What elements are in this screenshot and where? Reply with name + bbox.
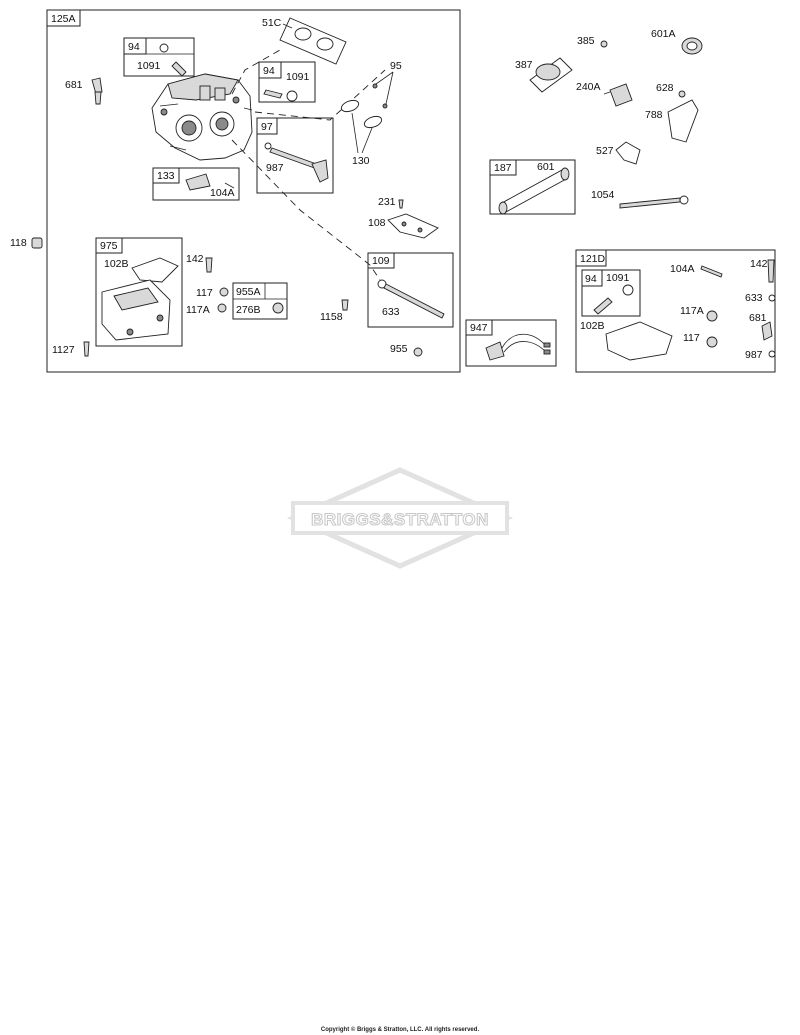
label-527: 527 [596,145,614,157]
label-987-upper: 987 [266,162,284,174]
group-94-middle: 94 1091 [258,61,316,103]
group-label-187: 187 [494,162,512,174]
label-387: 387 [515,59,533,71]
carburetor-body-illustration [151,73,253,161]
group-187: 187 601 [489,159,576,215]
label-601A: 601A [651,28,676,40]
assembly-line-choke [254,69,386,121]
clamp-601A-illustration [681,37,703,55]
label-1091-kit: 1091 [606,272,630,284]
label-102B-kit: 102B [580,320,605,332]
group-label-97: 97 [261,121,273,133]
label-788: 788 [645,109,663,121]
label-1091-middle: 1091 [286,71,310,83]
label-240A: 240A [576,81,601,93]
gasket-51C-illustration [279,17,347,65]
group-97: 97 987 [256,117,334,194]
label-633-shaft: 633 [382,306,400,318]
group-label-975: 975 [100,240,118,252]
choke-plates-130-illustration [340,99,383,129]
label-1091-upper: 1091 [137,60,161,72]
group-label-94-middle: 94 [263,65,275,77]
label-104A-kit: 104A [670,263,695,275]
label-142-left: 142 [186,253,204,265]
group-label-125A: 125A [51,13,76,25]
label-118: 118 [10,237,27,249]
clip-527-illustration [615,141,641,165]
label-1158: 1158 [320,311,343,323]
group-955A: 955A 276B [232,282,288,320]
fuel-filter-240A-illustration [603,83,633,107]
plug-118-illustration [31,237,43,249]
label-117A-left: 117A [186,304,210,316]
needle-681-illustration [91,77,103,105]
group-label-109: 109 [372,255,390,267]
label-130: 130 [352,155,370,167]
label-987-kit: 987 [745,349,763,361]
watermark-text: BRIGGS&STRATTON [311,510,489,529]
group-label-94-upper: 94 [128,41,140,53]
label-276B: 276B [236,304,261,316]
label-51C: 51C [262,17,282,29]
label-681-kit: 681 [749,312,767,324]
group-label-133: 133 [157,170,175,182]
group-947: 947 [465,319,557,367]
assembly-line-shaft [231,139,381,281]
label-95: 95 [390,60,402,72]
label-633-kit: 633 [745,292,763,304]
label-681-left: 681 [65,79,83,91]
group-94-upper: 94 1091 [123,37,195,77]
group-121D: 121D 94 1091 104A 142 633 117A 681 102B … [575,249,776,373]
label-601: 601 [537,161,555,173]
group-133: 133 104A [152,167,240,201]
label-955: 955 [390,343,408,355]
label-142-kit: 142 [750,258,768,270]
label-385: 385 [577,35,595,47]
briggs-stratton-watermark: BRIGGS&STRATTON [286,467,514,569]
group-125A: 125A [46,9,461,373]
bracket-108-illustration [387,213,439,239]
group-label-947: 947 [470,322,488,334]
copyright-text: Copyright © Briggs & Stratton, LLC. All … [321,1026,480,1033]
group-label-955A: 955A [236,286,261,298]
label-117-kit: 117 [683,332,700,344]
label-231: 231 [378,196,396,208]
group-label-94-kit: 94 [585,273,597,285]
label-104A-upper: 104A [210,187,235,199]
label-628: 628 [656,82,674,94]
assembly-line-throttle [231,49,281,95]
label-117-left: 117 [196,287,213,299]
label-1054: 1054 [591,189,615,201]
tie-1054-illustration [619,195,689,209]
label-1127: 1127 [52,344,75,356]
bracket-788-illustration [667,99,699,143]
fuel-solenoid-387-illustration [529,57,573,93]
group-109: 109 633 [367,252,454,328]
group-975: 975 102B [95,237,183,347]
label-117A-kit: 117A [680,305,704,317]
group-label-121D: 121D [580,253,606,265]
label-108: 108 [368,217,386,229]
label-102B-left: 102B [104,258,129,270]
